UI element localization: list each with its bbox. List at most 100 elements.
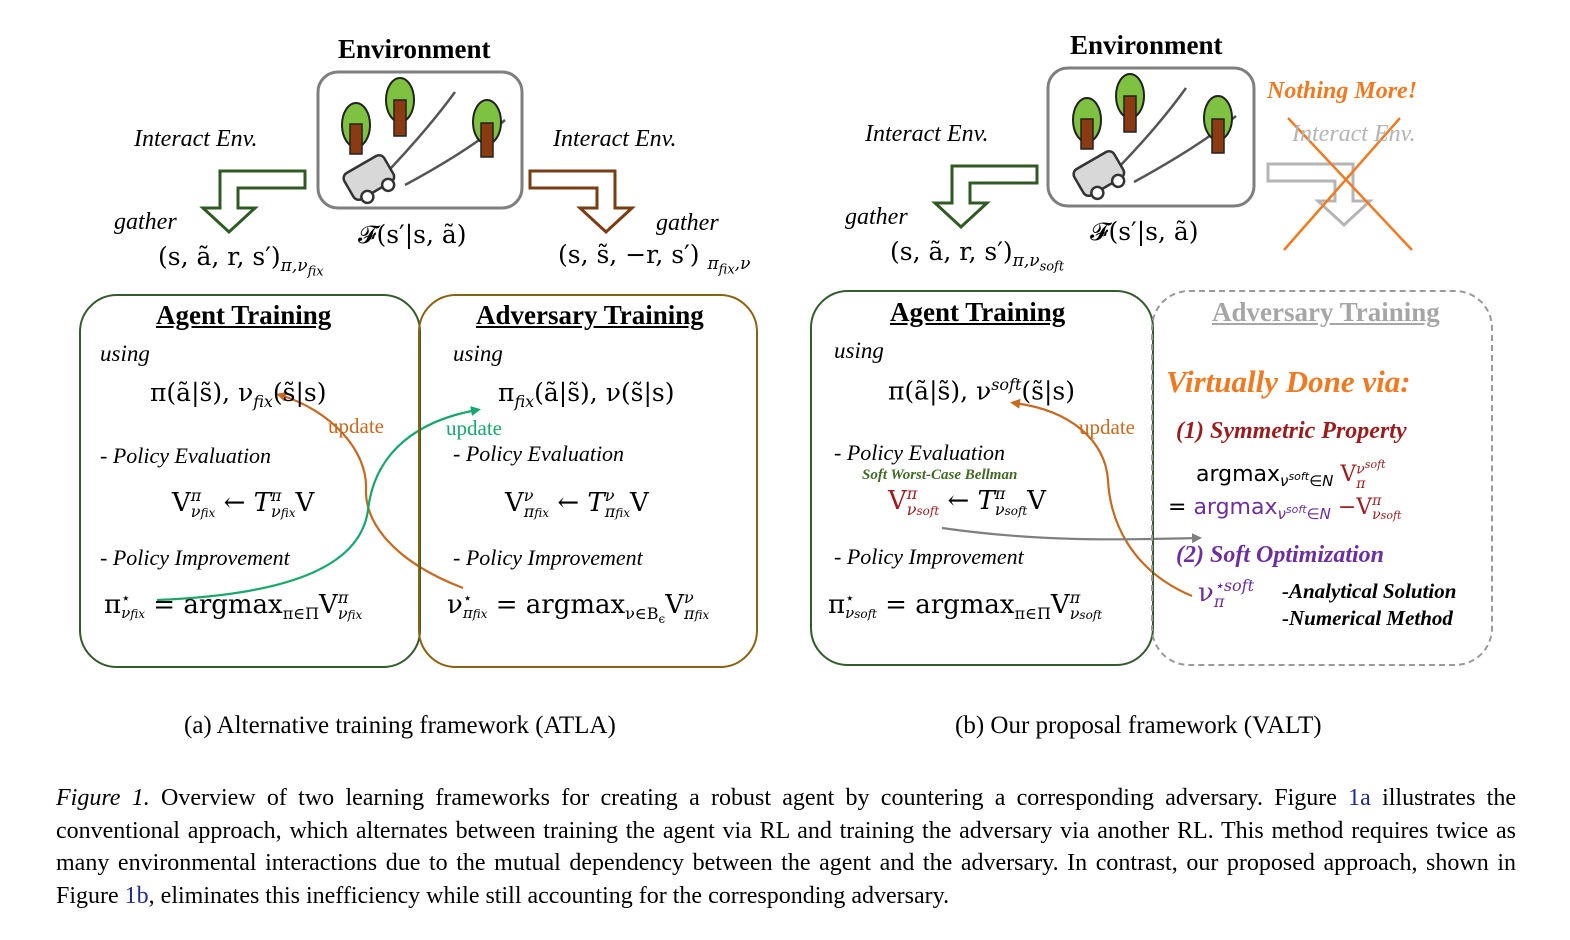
sym2-Vsub: νsoft (1372, 508, 1401, 522)
rp-eval-subsup: soft (916, 504, 940, 518)
eval-T-subsub: fix (280, 506, 296, 520)
improve-sub: νfix (121, 606, 145, 621)
soft-nu: ν (1198, 578, 1214, 608)
soft-nu-star: ⋆ (1213, 576, 1224, 595)
eval-T-sub: νfix (271, 504, 296, 520)
sym2-Vsub-nu: ν (1372, 507, 1381, 523)
eval-sup: π (190, 486, 202, 505)
sym2-argmax: argmax (1193, 495, 1278, 520)
rp-eval-rhs: V (1027, 486, 1047, 516)
adv-improve-V-sup: ν (684, 588, 694, 607)
figure-ref-1b[interactable]: 1b (124, 882, 149, 909)
update-label-green: update (446, 416, 502, 440)
eval-arrow: ← (223, 488, 246, 518)
soft-nu-soft: soft (1223, 576, 1255, 595)
improve-V: V (319, 590, 338, 620)
improve-V-sub: νfix (338, 606, 363, 622)
figure-caption: Figure 1. Overview of two learning frame… (56, 782, 1516, 912)
eval-T-sup: π (270, 486, 282, 505)
caption-text-2: illustrates the conventional approach, w… (56, 785, 1517, 909)
improve-eq: = argmax (153, 590, 283, 620)
rp-eval-T-sub-nu: ν (994, 500, 1005, 519)
agent-eval-label-right: - Policy Evaluation (834, 440, 1006, 465)
agent-using-left: using (100, 341, 150, 366)
agent-training-box-right (810, 290, 1154, 666)
agent-policies-sub: fix (253, 392, 273, 411)
adversary-policies-left: πfix(ã|s̃), ν(s̃|s) (498, 380, 675, 410)
tuple-left: (s, ã, r, s′)π,νfix (158, 244, 324, 278)
agent-improve-label-right: - Policy Improvement (834, 544, 1024, 569)
adv-improve-V-sub: πfix (684, 606, 709, 622)
adv-eval-T: T (587, 488, 605, 518)
environment-icon-right (1046, 66, 1256, 208)
sym1-Vsup: νsoft (1356, 459, 1385, 477)
rp-eval-T: T (977, 486, 995, 516)
interact-arrow-right-panel (931, 164, 1039, 230)
caption-text-3: , eliminates this inefficiency while sti… (148, 882, 950, 909)
soft-worst-case-bellman-label: Soft Worst-Case Bellman (862, 467, 1018, 483)
sym1-sub: ν (1280, 472, 1289, 491)
adversary-eval-label-left: - Policy Evaluation (453, 441, 625, 466)
tuple-right-panel: (s, ã, r, s′)π,νsoft (890, 239, 1064, 273)
caption-text-1: Overview of two learning frameworks for … (149, 785, 1349, 811)
eval-sub-nu: ν (190, 502, 201, 521)
environment-icon-left (316, 70, 524, 210)
tuple-left-main: (s, ã, r, s′) (158, 242, 281, 271)
agent-training-title-right: Agent Training (890, 297, 1066, 327)
numerical-method-label: -Numerical Method (1282, 606, 1453, 630)
rp-improve-argsub: π∈Π (1014, 604, 1051, 624)
environment-title-right: Environment (1070, 30, 1223, 60)
adv-improve-star: ⋆ (462, 589, 473, 607)
improve-V-subsub: fix (347, 608, 363, 622)
adv-eval-T-sup: ν (604, 486, 615, 505)
symmetric-property-label: (1) Symmetric Property (1176, 418, 1407, 444)
adversary-training-title-right: Adversary Training (1212, 297, 1440, 327)
adv-eval-sub: πfix (524, 504, 549, 520)
tuple-right-sub2: ,ν (734, 254, 751, 274)
interact-label-right-panel: Interact Env. (865, 121, 989, 147)
rp-improve-V-sub-nu: ν (1069, 604, 1080, 623)
tuple-rp-main: (s, ã, r, s′) (890, 237, 1013, 266)
virtually-done-label: Virtually Done via: (1166, 364, 1411, 399)
adversary-improve-label-left: - Policy Improvement (453, 545, 643, 570)
improve-star: ⋆ (121, 589, 131, 607)
rp-improve-eq: = argmax (885, 590, 1015, 620)
adv-eval-sub-pi: π (523, 502, 535, 521)
adv-improve-sub-pi: π (462, 604, 473, 622)
adv-eval-subsub: fix (534, 506, 550, 520)
improve-V-sup: π (337, 588, 349, 607)
update-label-right: update (1079, 415, 1135, 439)
soft-nu-sup: ⋆soft (1214, 578, 1254, 594)
agent-policies-right: π(ã|s̃), νsoft(s̃|s) (888, 375, 1075, 406)
sym2-subtail: ∈N (1306, 505, 1331, 524)
rp-improve-V-sup: π (1069, 588, 1081, 607)
sym1-subtail: ∈N (1309, 472, 1334, 491)
adv-improve-V: V (665, 590, 685, 620)
rp-improve-sub: νsoft (845, 606, 877, 621)
interact-label-crossed: Interact Env. (1292, 121, 1416, 147)
rp-policies-tail: (s̃|s) (1021, 376, 1075, 406)
rp-eval-sub-nu: ν (906, 500, 917, 519)
rp-policies-head: π(ã|s̃), ν (888, 376, 992, 406)
rp-improve-sub-nu: ν (845, 604, 855, 622)
sym2-neg: − (1337, 495, 1357, 520)
rp-policies-sup: soft (991, 375, 1022, 394)
figure-ref-1a[interactable]: 1a (1348, 785, 1371, 811)
adv-eval-rhs: V (630, 488, 649, 518)
tuple-right: (s, s̃, −r, s′) πfix,ν (558, 242, 750, 276)
tuple-right-sub: π (707, 254, 719, 274)
sym2-V: V (1356, 495, 1373, 520)
gather-label-right-panel: gather (845, 204, 908, 230)
sym1-argmax: argmax (1196, 461, 1281, 487)
rp-improve-star: ⋆ (845, 589, 855, 607)
analytical-solution-label: -Analytical Solution (1282, 579, 1457, 603)
soft-nu-sub: π (1213, 592, 1225, 611)
adv-improve-sub: πfix (463, 606, 488, 621)
eval-V: V (172, 488, 191, 518)
adv-improve-nu: ν (447, 590, 463, 620)
adv-policies-sub: fix (514, 392, 535, 411)
